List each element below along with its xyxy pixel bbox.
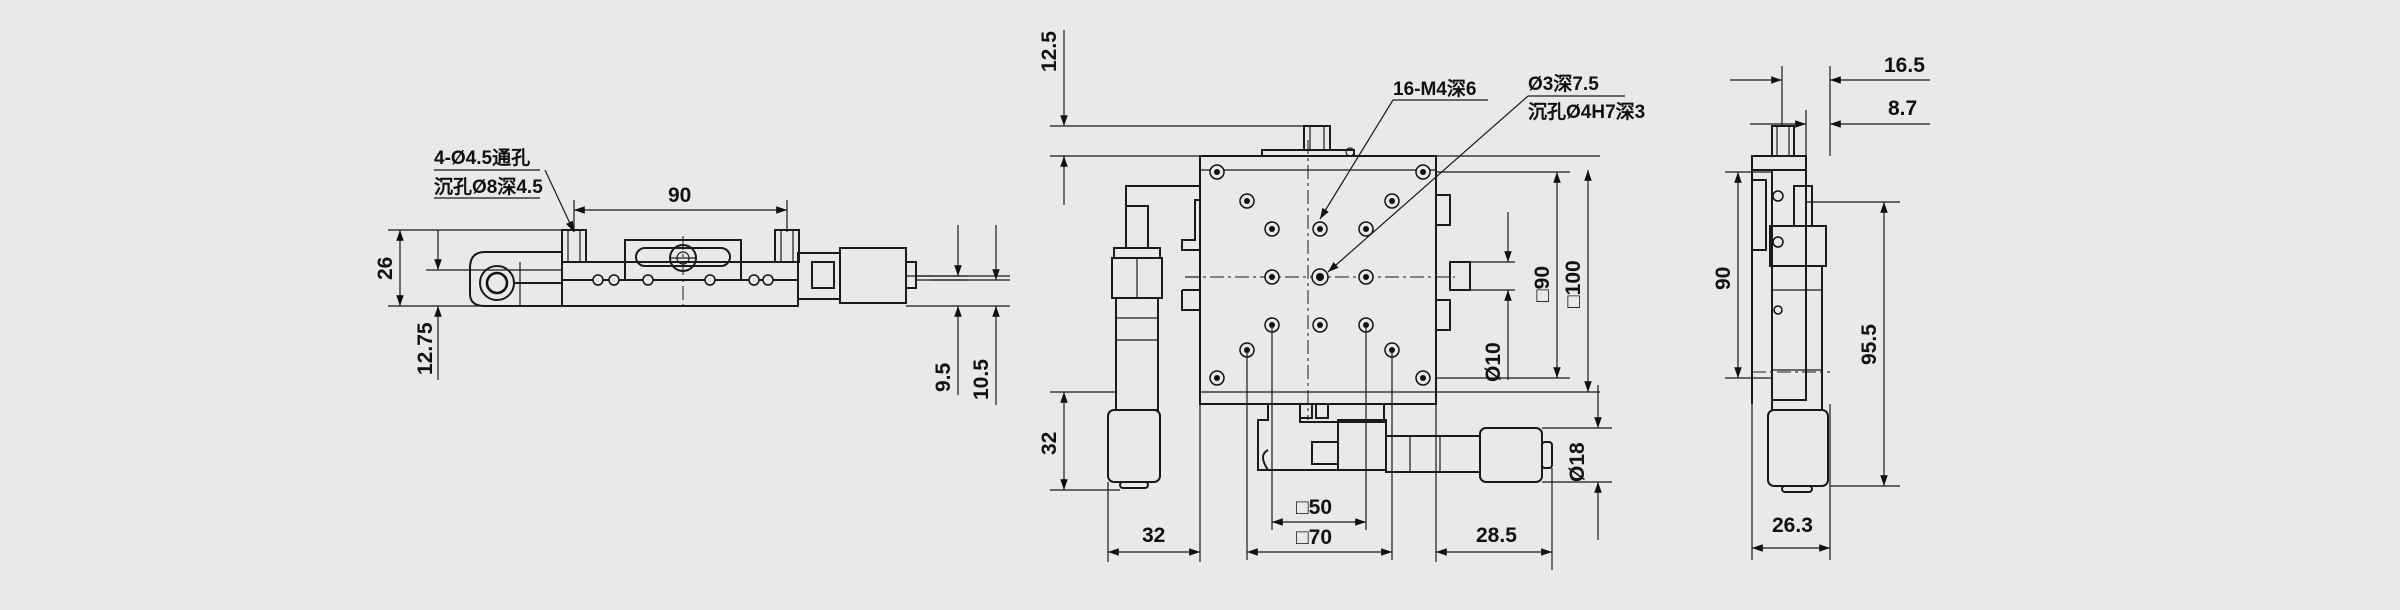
side-dim-9-5-label: 9.5 bbox=[932, 362, 955, 392]
side-dim-26-label: 26 bbox=[374, 257, 397, 280]
side-dim-10-5-label: 10.5 bbox=[970, 359, 993, 400]
top-dim-32-h: 32 bbox=[1107, 404, 1201, 562]
top-dim-d18: Ø18 bbox=[1542, 385, 1612, 540]
top-dim-28-5-label: 28.5 bbox=[1476, 524, 1517, 547]
end-dim-95-5-label: 95.5 bbox=[1858, 324, 1881, 365]
side-dim-12-75-label: 12.75 bbox=[414, 322, 437, 375]
end-dim-8-7: 8.7 bbox=[1750, 97, 1930, 156]
top-dim-12-5: 12.5 bbox=[1038, 30, 1304, 205]
side-view: 90 4-Ø4.5通孔 沉孔Ø8深4.5 26 12.75 bbox=[374, 147, 1010, 405]
top-dim-sq90-label: □90 bbox=[1531, 266, 1554, 302]
top-dim-sq100: □100 bbox=[1436, 155, 1600, 393]
end-dim-8-7-label: 8.7 bbox=[1888, 97, 1917, 120]
top-mounting-holes bbox=[1209, 164, 1431, 386]
top-dim-d10: Ø10 bbox=[1470, 212, 1515, 382]
top-view: 12.5 16-M4深6 Ø3深7.5 沉孔Ø4H7深3 □90 □100 bbox=[1038, 30, 1645, 570]
side-base-plate bbox=[561, 229, 800, 310]
top-bottom-micrometer bbox=[1257, 403, 1553, 483]
top-left-micrometer bbox=[1107, 185, 1200, 489]
side-dim-90: 90 bbox=[573, 184, 788, 232]
top-note-d3: Ø3深7.5 沉孔Ø4H7深3 bbox=[1327, 72, 1645, 273]
top-note-d3-line2: 沉孔Ø4H7深3 bbox=[1528, 100, 1645, 123]
top-dim-sq90: □90 bbox=[1436, 171, 1570, 379]
top-dim-sq100-label: □100 bbox=[1562, 260, 1585, 308]
top-note-d3-line1: Ø3深7.5 bbox=[1528, 72, 1599, 95]
top-note-m4: 16-M4深6 bbox=[1319, 77, 1488, 220]
side-hole-note-line1: 4-Ø4.5通孔 bbox=[434, 147, 530, 169]
end-dim-26-3: 26.3 bbox=[1751, 404, 1831, 560]
end-dim-90: 90 bbox=[1712, 171, 1772, 379]
end-body bbox=[1751, 125, 1830, 493]
top-lock-screw bbox=[1261, 125, 1355, 157]
end-dim-90-label: 90 bbox=[1712, 267, 1735, 290]
top-dim-sq70: □70 bbox=[1246, 350, 1393, 560]
top-dim-sq50: □50 bbox=[1271, 325, 1367, 530]
top-dim-sq70-label: □70 bbox=[1296, 526, 1332, 549]
side-dim-90-label: 90 bbox=[668, 184, 691, 207]
top-dim-12-5-label: 12.5 bbox=[1038, 31, 1061, 72]
side-dim-9-5-10-5: 9.5 10.5 bbox=[906, 225, 1010, 405]
top-dim-28-5: 28.5 bbox=[1435, 404, 1553, 570]
end-view: 16.5 8.7 90 95.5 26.3 bbox=[1712, 54, 1930, 560]
side-dim-12-75: 12.75 bbox=[414, 230, 442, 380]
end-dim-16-5-label: 16.5 bbox=[1884, 54, 1925, 77]
side-hole-note-line2: 沉孔Ø8深4.5 bbox=[434, 175, 543, 198]
top-dim-32-v-label: 32 bbox=[1038, 432, 1061, 455]
end-dim-95-5: 95.5 bbox=[1806, 201, 1900, 487]
side-roller bbox=[440, 251, 562, 307]
end-dim-26-3-label: 26.3 bbox=[1772, 514, 1813, 537]
side-hole-note: 4-Ø4.5通孔 沉孔Ø8深4.5 bbox=[434, 147, 575, 233]
top-dim-d18-label: Ø18 bbox=[1566, 442, 1589, 482]
end-dim-16-5: 16.5 bbox=[1730, 54, 1930, 156]
top-dim-32-h-label: 32 bbox=[1142, 524, 1165, 547]
top-note-m4-label: 16-M4深6 bbox=[1393, 77, 1476, 100]
top-dim-d10-label: Ø10 bbox=[1482, 342, 1505, 382]
top-dim-sq50-label: □50 bbox=[1296, 496, 1332, 519]
side-dim-26: 26 bbox=[374, 229, 562, 307]
